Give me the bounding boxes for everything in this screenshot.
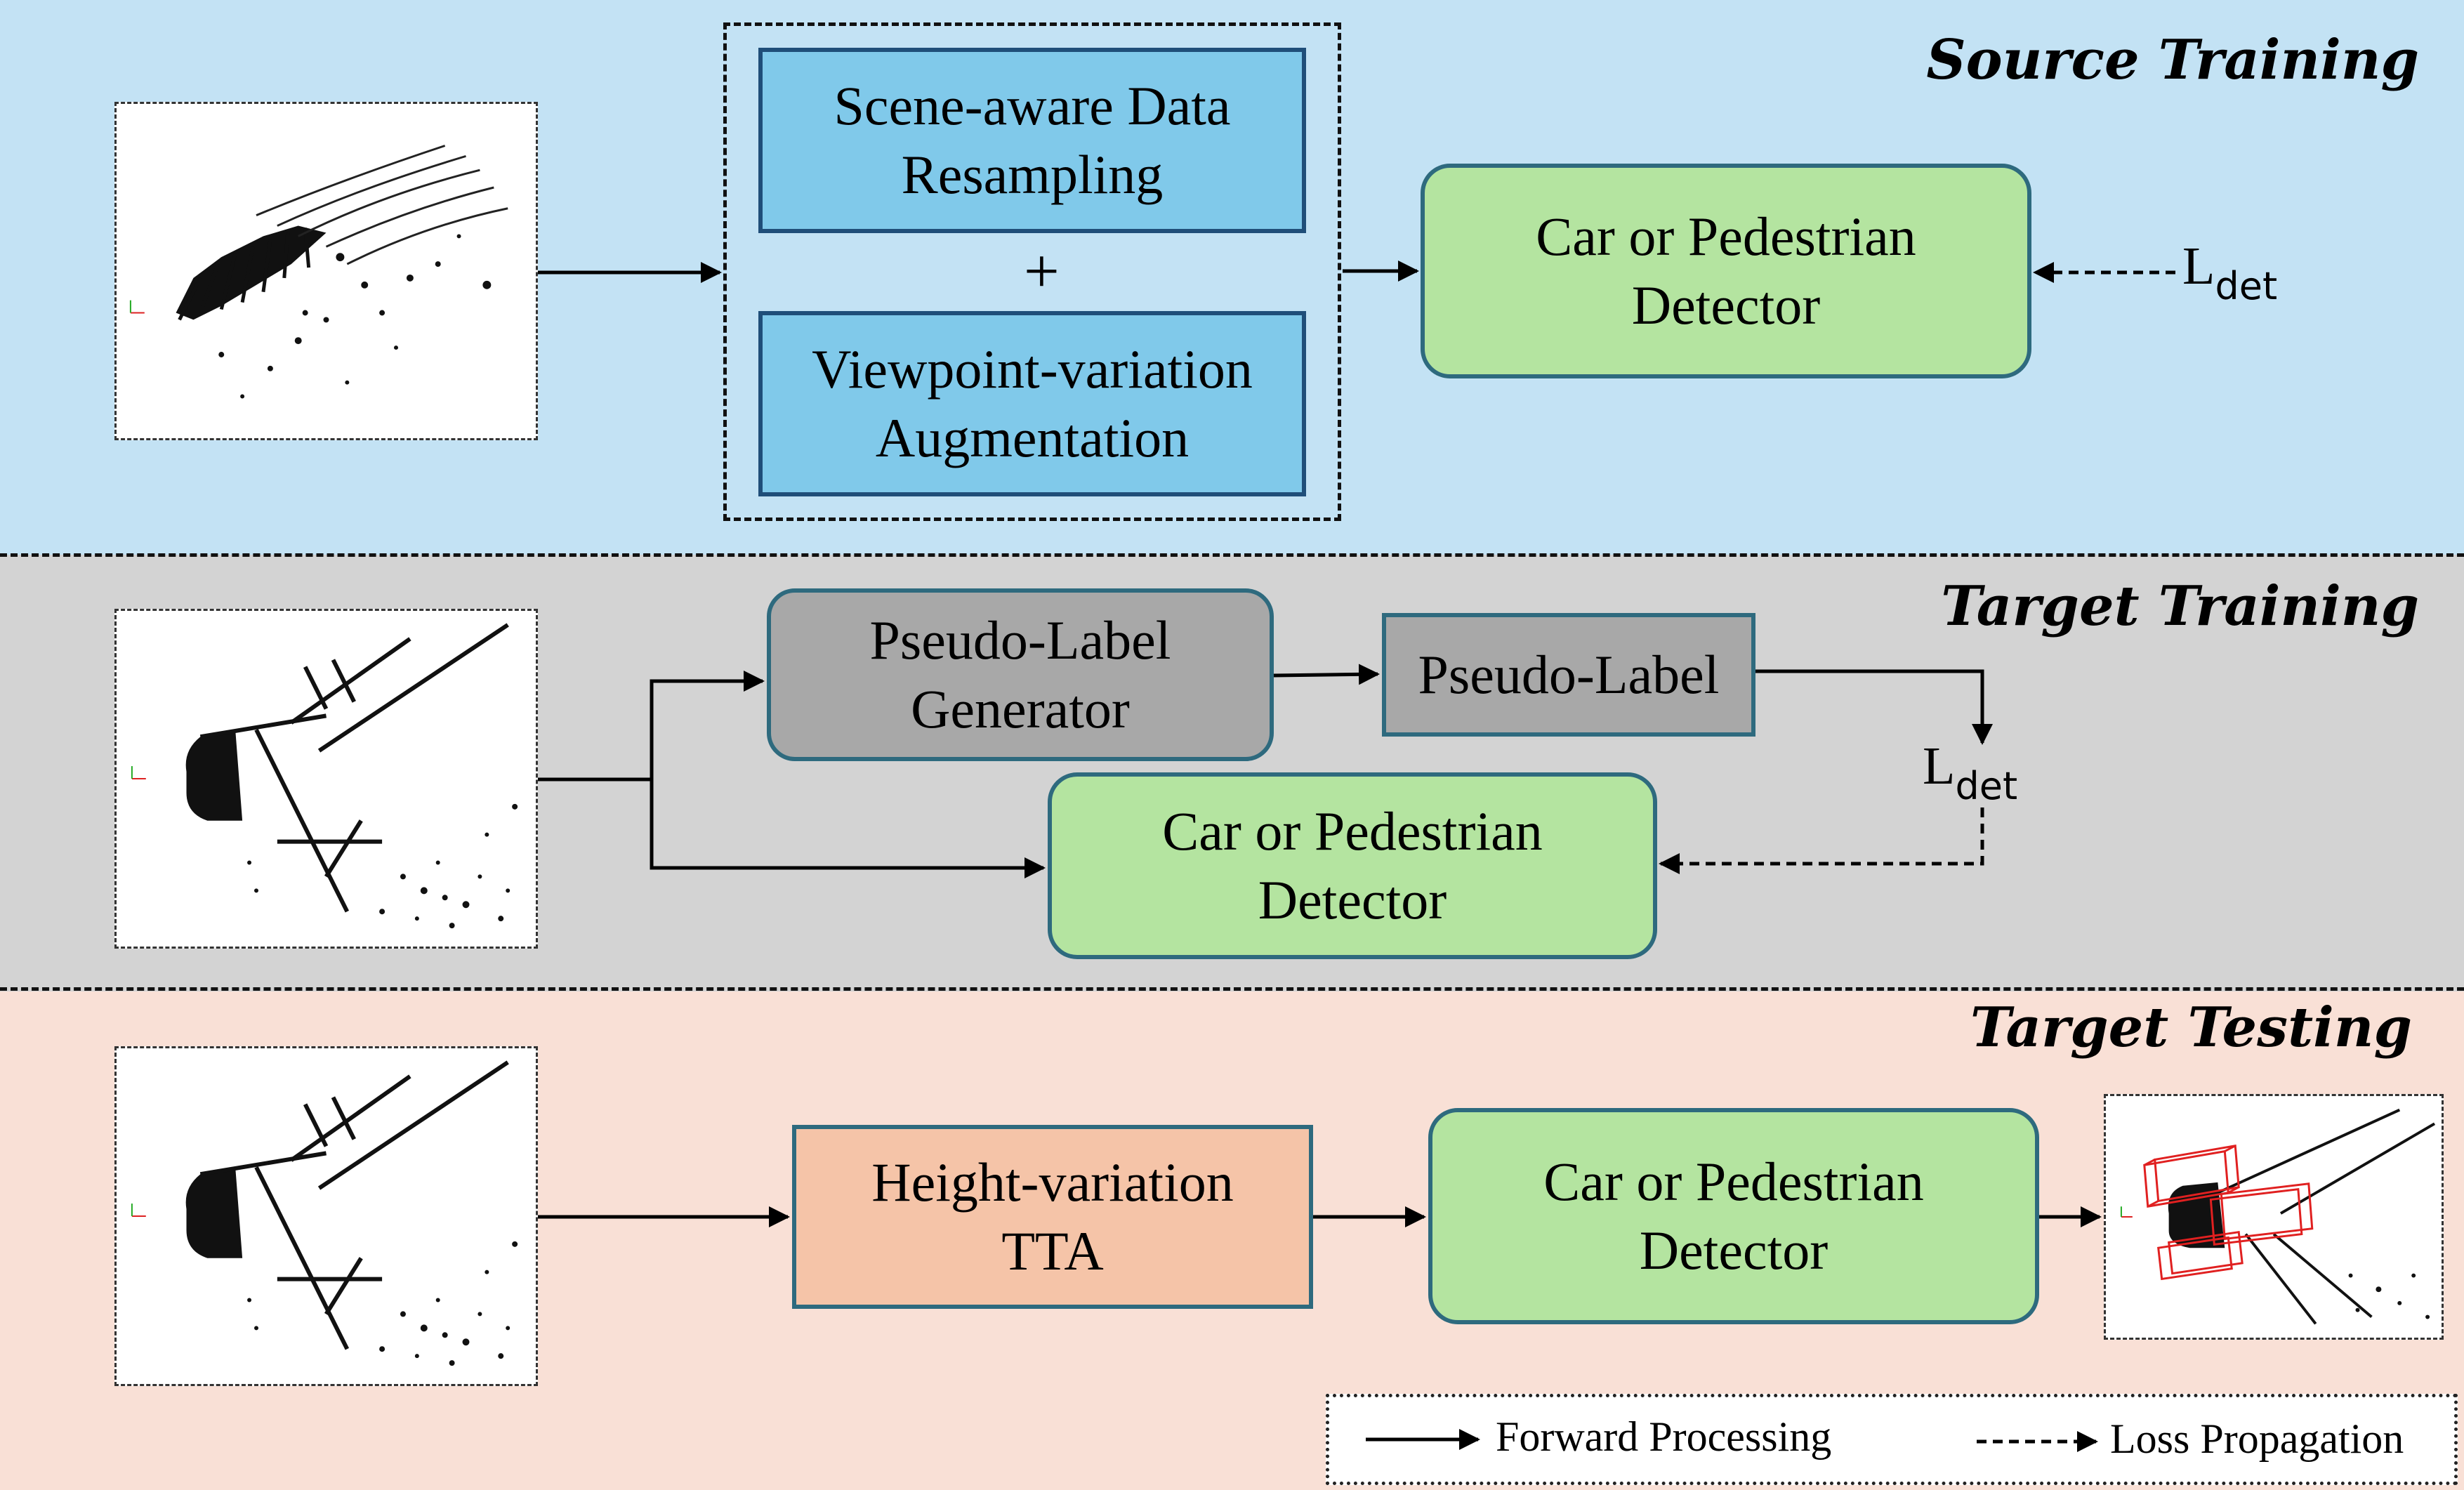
target-train-point-cloud-image (114, 609, 538, 949)
section-title-target-training: Target Training (1941, 574, 2419, 638)
source-detector-box: Car or Pedestrian Detector (1421, 164, 2031, 378)
legend-forward-label: Forward Processing (1496, 1413, 1832, 1460)
source-loss-label: Ldet (2182, 237, 2278, 308)
legend (1326, 1394, 2458, 1485)
viewpoint-augmentation-box: Viewpoint-variation Augmentation (758, 311, 1306, 496)
detection-result-image (2104, 1094, 2444, 1340)
pseudo-label-box: Pseudo-Label (1382, 613, 1755, 737)
augmentation-group (723, 22, 1341, 521)
legend-loss-label: Loss Propagation (2110, 1416, 2404, 1462)
target-test-point-cloud-image (114, 1046, 538, 1386)
section-divider (0, 987, 2464, 991)
section-title-target-testing: Target Testing (1970, 996, 2412, 1060)
target-train-loss-label: Ldet (1923, 737, 2018, 808)
plus-sign: + (1024, 237, 1060, 306)
section-divider (0, 553, 2464, 557)
height-variation-tta-box: Height-variation TTA (792, 1125, 1313, 1309)
target-test-detector-box: Car or Pedestrian Detector (1428, 1108, 2039, 1324)
pseudo-label-generator-box: Pseudo-Label Generator (767, 588, 1274, 761)
target-train-detector-box: Car or Pedestrian Detector (1048, 772, 1657, 959)
scene-aware-resampling-box: Scene-aware Data Resampling (758, 48, 1306, 233)
section-title-source-training: Source Training (1926, 28, 2419, 92)
source-point-cloud-image (114, 102, 538, 440)
